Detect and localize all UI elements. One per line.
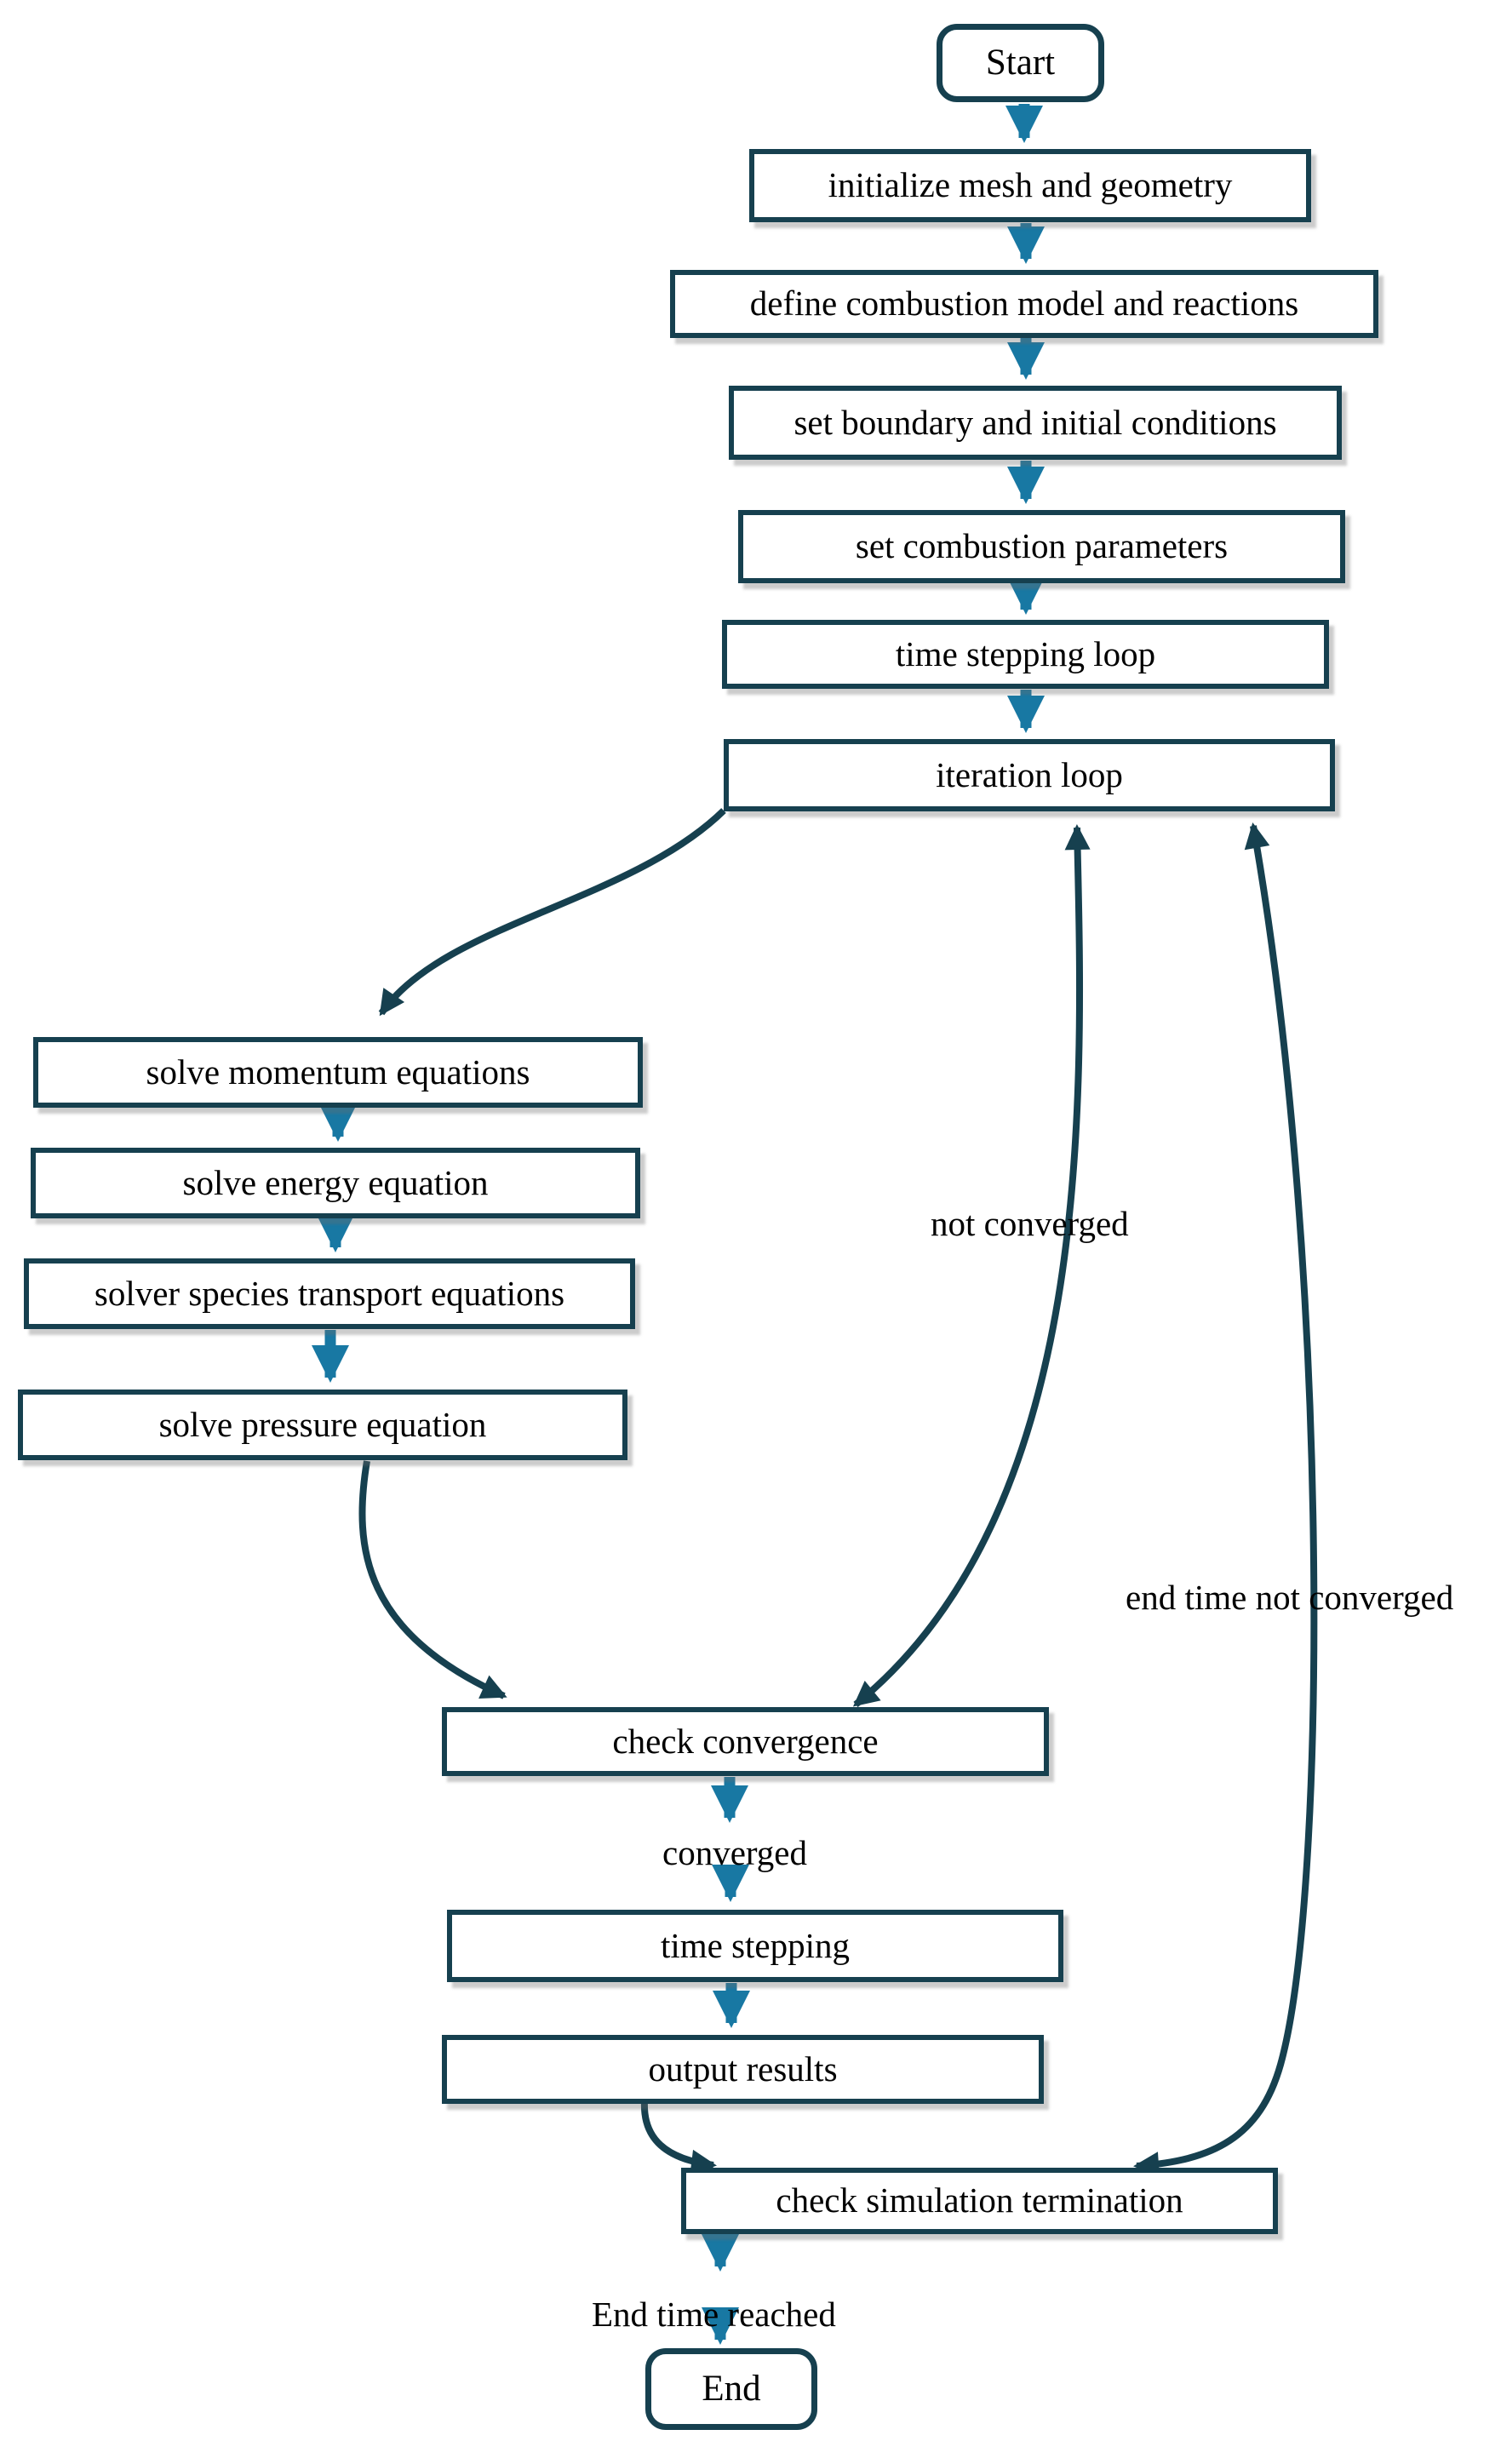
node-set-boundary-conditions: set boundary and initial conditions bbox=[729, 386, 1342, 460]
node-initialize-mesh: initialize mesh and geometry bbox=[749, 149, 1311, 222]
node-solve-species-transport: solver species transport equations bbox=[24, 1258, 635, 1329]
edge-label-not-converged: not converged bbox=[931, 1204, 1129, 1243]
node-start: Start bbox=[937, 24, 1104, 102]
node-check-simulation-termination-label: check simulation termination bbox=[776, 2180, 1183, 2220]
node-solve-energy: solve energy equation bbox=[31, 1148, 640, 1218]
node-set-boundary-conditions-label: set boundary and initial conditions bbox=[793, 402, 1277, 442]
arrow-iter-to-momentum bbox=[378, 808, 726, 1017]
node-output-results: output results bbox=[442, 2035, 1044, 2104]
node-set-combustion-parameters-label: set combustion parameters bbox=[855, 526, 1229, 566]
node-initialize-mesh-label: initialize mesh and geometry bbox=[828, 165, 1233, 205]
node-solve-momentum-label: solve momentum equations bbox=[146, 1051, 530, 1092]
node-check-convergence-label: check convergence bbox=[612, 1721, 879, 1761]
arrow-pressure-to-checkconv bbox=[358, 1460, 507, 1699]
node-time-stepping: time stepping bbox=[447, 1910, 1063, 1982]
arrow-output-to-checksim bbox=[640, 2100, 717, 2175]
node-time-stepping-label: time stepping bbox=[660, 1925, 851, 1965]
node-start-label: Start bbox=[985, 43, 1056, 83]
node-set-combustion-parameters: set combustion parameters bbox=[738, 510, 1345, 583]
node-end-label: End bbox=[702, 2369, 761, 2410]
node-solve-pressure-label: solve pressure equation bbox=[158, 1404, 487, 1444]
node-define-combustion-model: define combustion model and reactions bbox=[670, 270, 1378, 338]
node-time-stepping-loop-label: time stepping loop bbox=[895, 633, 1156, 673]
node-check-convergence: check convergence bbox=[442, 1707, 1049, 1776]
node-check-simulation-termination: check simulation termination bbox=[681, 2168, 1278, 2234]
node-solve-species-transport-label: solver species transport equations bbox=[94, 1273, 565, 1313]
edge-label-end-time-not-converged: end time not converged bbox=[1126, 1578, 1454, 1617]
node-end: End bbox=[645, 2348, 817, 2430]
node-solve-pressure: solve pressure equation bbox=[18, 1390, 627, 1460]
node-solve-momentum: solve momentum equations bbox=[33, 1037, 643, 1108]
edge-label-converged: converged bbox=[662, 1833, 808, 1872]
arrow-not-converged-to-iter bbox=[852, 824, 1091, 1708]
node-iteration-loop: iteration loop bbox=[724, 739, 1335, 811]
arrow-endtime-not-converged-to-iter bbox=[1133, 822, 1318, 2178]
node-output-results-label: output results bbox=[648, 2049, 838, 2089]
edge-label-end-time-reached: End time reached bbox=[592, 2295, 836, 2334]
node-time-stepping-loop: time stepping loop bbox=[722, 620, 1329, 689]
node-define-combustion-model-label: define combustion model and reactions bbox=[749, 284, 1299, 324]
node-solve-energy-label: solve energy equation bbox=[182, 1162, 489, 1202]
node-iteration-loop-label: iteration loop bbox=[936, 754, 1123, 794]
